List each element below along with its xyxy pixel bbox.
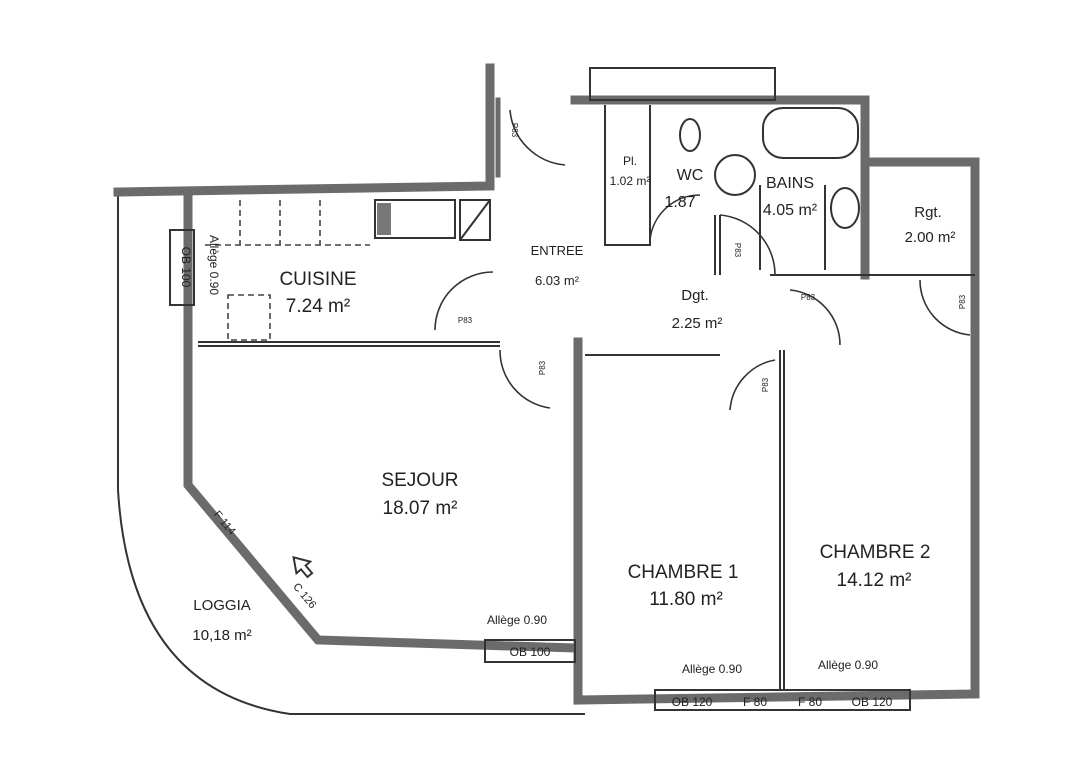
label-allege-kitchen: Allège 0.90	[207, 235, 221, 295]
label-allege-ch2: Allège 0.90	[818, 658, 878, 672]
room-area-placard: 1.02 m²	[610, 174, 651, 188]
room-area-sejour: 18.07 m²	[383, 498, 458, 519]
label-ob100-kitchen: OB 100	[179, 247, 193, 288]
room-name-bains: BAINS	[766, 175, 814, 192]
window-ob100-sejour	[484, 639, 576, 663]
room-name-cuisine: CUISINE	[279, 269, 356, 290]
label-door-kitchen: P83	[458, 316, 473, 325]
label-ob120-ch2: OB 120	[852, 695, 893, 709]
window-ob100-kitchen	[169, 229, 195, 306]
label-door-bains: P83	[801, 293, 816, 302]
room-name-loggia: LOGGIA	[193, 597, 251, 614]
label-f80-ch1: F 80	[743, 695, 767, 709]
room-name-chambre1: CHAMBRE 1	[628, 562, 739, 583]
doors	[434, 109, 971, 411]
label-door-chambre1: P83	[761, 377, 770, 392]
room-area-wc: 1.87	[664, 194, 695, 211]
label-ob100-sejour: OB 100	[510, 645, 551, 659]
room-name-degagement: Dgt.	[681, 287, 709, 304]
room-area-bains: 4.05 m²	[763, 202, 818, 219]
room-area-chambre1: 11.80 m²	[649, 589, 723, 610]
room-name-placard: Pl.	[623, 154, 637, 168]
room-area-loggia: 10,18 m²	[192, 627, 251, 644]
label-door-sejour: P83	[538, 360, 547, 375]
label-door-dgt: P83	[733, 243, 742, 258]
interior-partitions	[198, 67, 975, 690]
label-door-entree: P83	[510, 123, 519, 138]
label-allege-sejour: Allège 0.90	[487, 613, 547, 627]
label-f80-ch2: F 80	[798, 695, 822, 709]
loggia-outline	[117, 192, 585, 715]
label-door-chambre2: P83	[958, 294, 967, 309]
room-name-chambre2: CHAMBRE 2	[820, 542, 931, 563]
room-name-entree: ENTREE	[531, 243, 584, 258]
room-name-sejour: SEJOUR	[381, 470, 458, 491]
label-ob120-ch1: OB 120	[672, 695, 713, 709]
room-area-cuisine: 7.24 m²	[286, 296, 350, 317]
room-name-rangement: Rgt.	[914, 204, 942, 221]
window-bedrooms	[654, 689, 911, 711]
room-area-degagement: 2.25 m²	[672, 315, 723, 332]
entrance-arrow-icon	[292, 555, 314, 579]
room-area-rangement: 2.00 m²	[905, 229, 956, 246]
room-area-entree: 6.03 m²	[535, 273, 580, 288]
room-area-chambre2: 14.12 m²	[837, 570, 912, 591]
label-allege-ch1: Allège 0.90	[682, 662, 742, 676]
room-name-wc: WC	[677, 167, 704, 184]
